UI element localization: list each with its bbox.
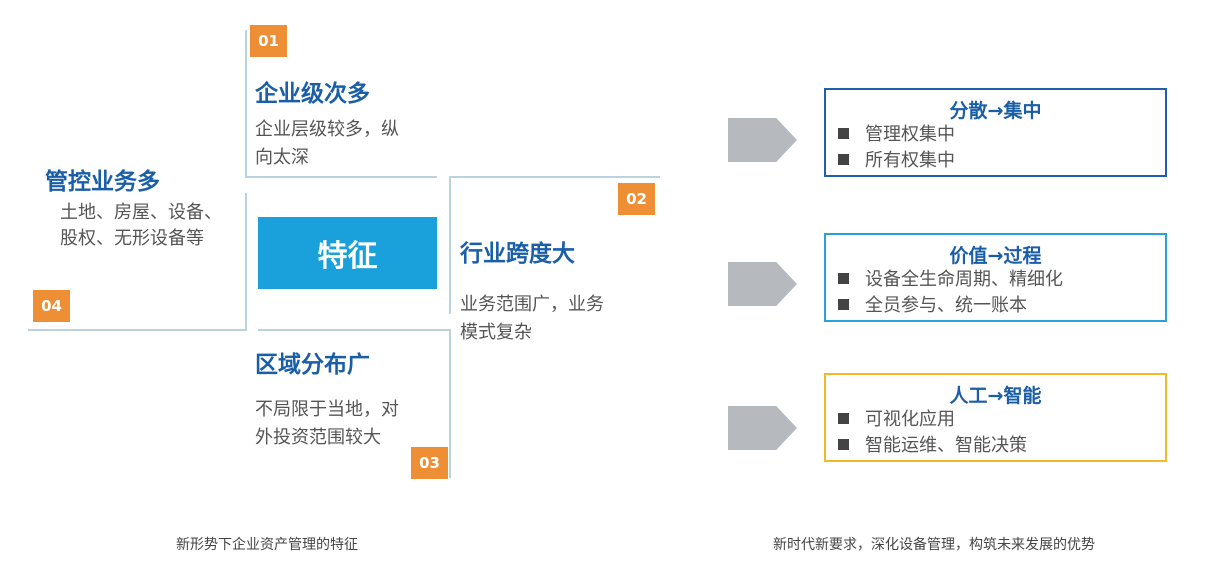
center-label: 特征: [258, 217, 437, 289]
feature-desc: 企业层级较多，纵 向太深: [255, 116, 399, 172]
trend-item: 设备全生命周期、精细化: [826, 265, 1165, 291]
trend-item: 管理权集中: [826, 120, 1165, 146]
trend-item: 所有权集中: [826, 146, 1165, 172]
trend-box-intelligence: 人工→智能 可视化应用 智能运维、智能决策: [824, 373, 1167, 462]
trend-item-text: 智能运维、智能决策: [865, 435, 1027, 456]
feature-title: 管控业务多: [45, 169, 160, 195]
feature-desc-line: 土地、房屋、设备、: [60, 202, 222, 223]
bullet-square-icon: [838, 272, 849, 284]
feature-title: 行业跨度大: [460, 241, 575, 267]
bullet-square-icon: [838, 438, 849, 450]
bullet-square-icon: [838, 153, 849, 165]
trend-title: 人工→智能: [949, 385, 1042, 407]
feature-badge-02: 02: [618, 183, 655, 215]
divider-line: [28, 329, 247, 331]
trend-item: 智能运维、智能决策: [826, 431, 1165, 457]
feature-desc-line: 企业层级较多，纵: [255, 119, 399, 140]
feature-badge-03: 03: [411, 447, 448, 479]
divider-line: [258, 329, 451, 331]
divider-line: [245, 193, 247, 330]
chevron-arrow-icon: [728, 406, 797, 450]
feature-desc-line: 外投资范围较大: [255, 427, 381, 448]
feature-title: 区域分布广: [255, 352, 370, 378]
trend-item-text: 全员参与、统一账本: [865, 295, 1027, 316]
feature-desc-line: 业务范围广，业务: [460, 294, 604, 315]
trend-box-centralization: 分散→集中 管理权集中 所有权集中: [824, 88, 1167, 177]
trend-item: 可视化应用: [826, 405, 1165, 431]
chevron-arrow-icon: [728, 262, 797, 306]
feature-badge-01: 01: [250, 25, 287, 57]
feature-desc-line: 不局限于当地，对: [255, 399, 399, 420]
feature-title: 企业级次多: [255, 81, 370, 107]
feature-desc-line: 向太深: [255, 147, 309, 168]
bullet-square-icon: [838, 412, 849, 424]
divider-line: [245, 176, 437, 178]
trend-item-text: 设备全生命周期、精细化: [865, 269, 1063, 290]
chevron-arrow-icon: [728, 118, 797, 162]
bullet-square-icon: [838, 298, 849, 310]
divider-line: [245, 30, 247, 178]
feature-desc-line: 股权、无形设备等: [60, 228, 204, 249]
feature-desc-line: 模式复杂: [460, 322, 532, 343]
trend-item-text: 可视化应用: [865, 409, 955, 430]
trend-item-text: 所有权集中: [865, 150, 955, 171]
trend-item-text: 管理权集中: [865, 124, 955, 145]
trend-title: 价值→过程: [949, 245, 1042, 267]
divider-line: [449, 176, 660, 178]
feature-badge-04: 04: [33, 290, 70, 322]
feature-desc: 不局限于当地，对 外投资范围较大: [255, 396, 399, 452]
feature-desc: 土地、房屋、设备、 股权、无形设备等: [60, 200, 222, 252]
left-caption: 新形势下企业资产管理的特征: [176, 537, 358, 553]
feature-desc: 业务范围广，业务 模式复杂: [460, 291, 604, 347]
bullet-square-icon: [838, 127, 849, 139]
divider-line: [449, 329, 451, 478]
divider-line: [449, 176, 451, 314]
trend-title: 分散→集中: [949, 100, 1042, 122]
trend-item: 全员参与、统一账本: [826, 291, 1165, 317]
right-caption: 新时代新要求，深化设备管理，构筑未来发展的优势: [773, 537, 1095, 553]
trend-box-process: 价值→过程 设备全生命周期、精细化 全员参与、统一账本: [824, 233, 1167, 322]
